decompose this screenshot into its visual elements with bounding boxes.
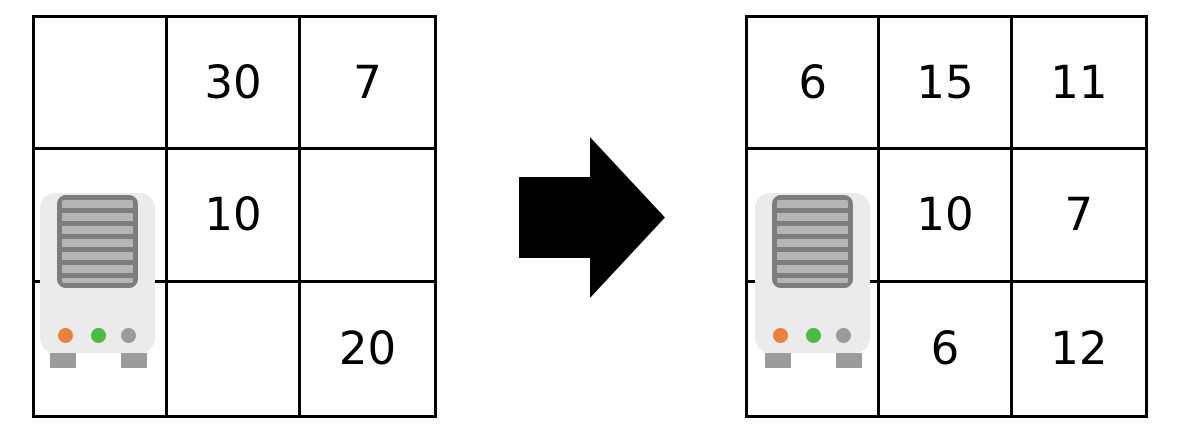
server-led-green xyxy=(806,328,821,343)
server-foot-left xyxy=(765,353,791,368)
left-cell-r1c3: 7 xyxy=(301,18,434,151)
left-cell-r3c1 xyxy=(35,282,168,415)
right-cell-r3c3: 12 xyxy=(1050,322,1108,376)
right-grid-table: 6 15 11 10 7 6 12 xyxy=(745,15,1148,418)
server-vent-grille xyxy=(57,195,138,288)
server-led-green xyxy=(91,328,106,343)
right-cell-r2c2: 10 xyxy=(880,150,1013,283)
left-cell-r1c2: 30 xyxy=(168,18,301,151)
left-cell-r3c2 xyxy=(168,282,301,415)
server-body xyxy=(40,193,155,353)
left-cell-r2c3 xyxy=(301,150,434,283)
right-cell-r1c2: 15 xyxy=(880,18,1013,151)
arrow-right-icon xyxy=(519,137,665,298)
server-foot-right xyxy=(121,353,147,368)
left-cell-r1c1 xyxy=(35,18,168,151)
left-grid-table: 30 7 10 20 xyxy=(32,15,437,418)
server-foot-right xyxy=(836,353,862,368)
right-cell-r3c1 xyxy=(748,282,881,415)
server-led-orange xyxy=(58,328,73,343)
right-cell-r2c3: 7 xyxy=(1012,150,1145,283)
right-cell-r3c2: 6 xyxy=(880,282,1013,415)
left-grid: 30 7 10 20 xyxy=(32,15,437,418)
right-grid: 6 15 11 10 7 6 12 xyxy=(745,15,1148,418)
server-vent-grille xyxy=(772,195,853,288)
server-led-gray xyxy=(121,328,136,343)
left-cell-r3c3: 20 xyxy=(338,322,397,376)
right-cell-r1c1: 6 xyxy=(748,18,881,151)
server-foot-left xyxy=(50,353,76,368)
server-led-gray xyxy=(836,328,851,343)
server-icon xyxy=(755,193,870,370)
left-cell-r2c2: 10 xyxy=(168,150,301,283)
server-body xyxy=(755,193,870,353)
server-led-orange xyxy=(773,328,788,343)
server-icon xyxy=(40,193,155,370)
right-cell-r1c3: 11 xyxy=(1012,18,1145,151)
